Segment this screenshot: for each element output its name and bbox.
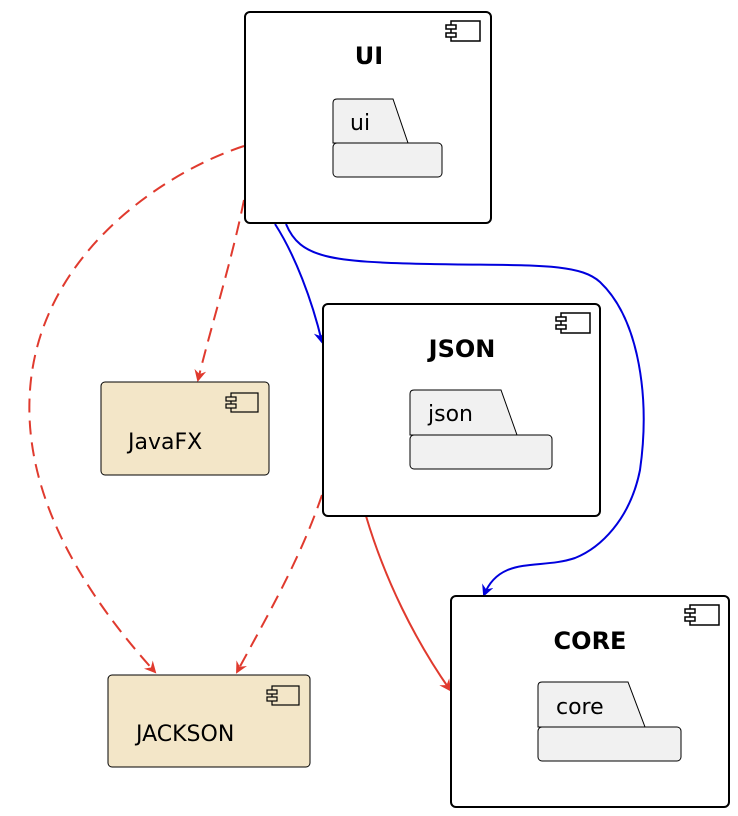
component-icon [225, 392, 259, 413]
component-title: CORE [554, 627, 627, 655]
package-label: ui [350, 111, 370, 136]
edge-ui-to-json [274, 223, 326, 344]
component-json[interactable]: JSON json [322, 303, 601, 517]
component-icon [266, 685, 300, 706]
package-label: core [556, 695, 604, 720]
package-label: json [427, 402, 473, 427]
edge-ui-to-core [285, 223, 645, 597]
external-javafx[interactable]: JavaFX [100, 381, 270, 476]
component-icon [445, 20, 481, 42]
external-label: JavaFX [126, 430, 202, 455]
package-core: core [537, 681, 682, 762]
edge-ui-to-javafx [194, 199, 245, 382]
external-jackson[interactable]: JACKSON [107, 674, 311, 768]
edge-json-to-jackson [236, 494, 323, 674]
component-title: UI [355, 42, 383, 70]
package-ui: ui [332, 98, 443, 178]
component-icon [684, 604, 720, 626]
component-icon [555, 312, 591, 334]
edge-ui-to-jackson [28, 145, 245, 674]
component-title: JSON [427, 335, 496, 363]
component-ui[interactable]: UI ui [244, 11, 492, 224]
package-json: json [409, 389, 553, 470]
external-label: JACKSON [134, 722, 234, 747]
edge-json-to-core [365, 515, 452, 692]
component-core[interactable]: CORE core [450, 595, 730, 808]
